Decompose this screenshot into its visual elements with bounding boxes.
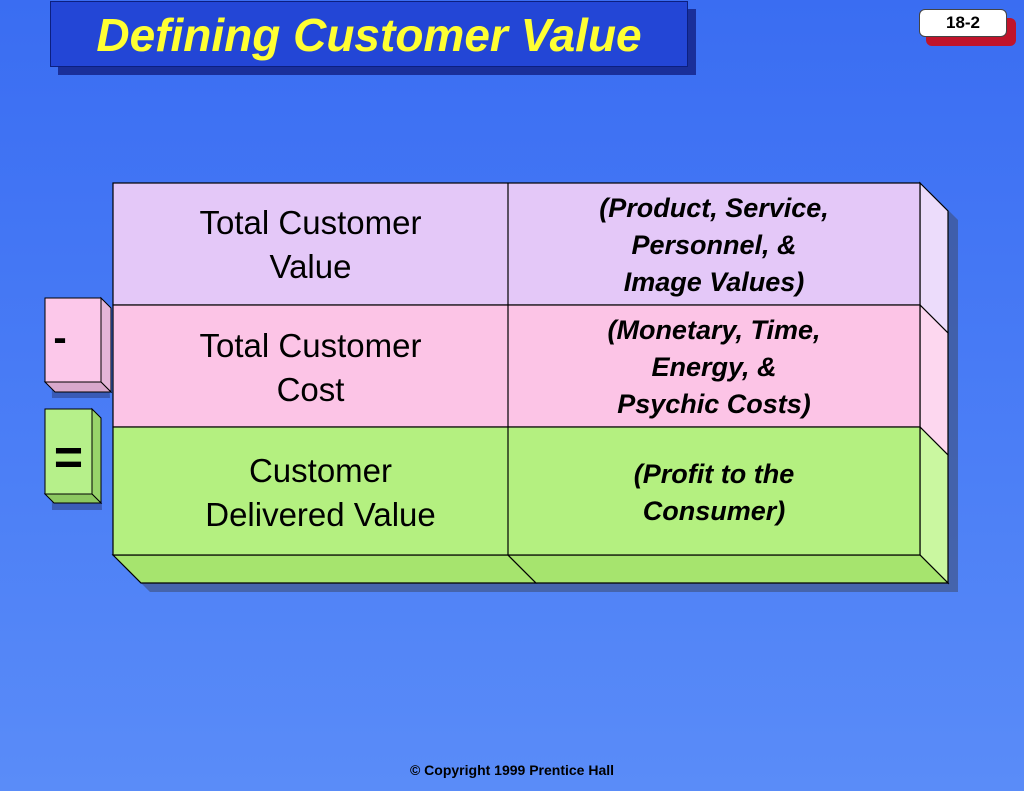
row3-desc-line2: Consumer) [642,496,786,526]
row2-description: (Monetary, Time, Energy, & Psychic Costs… [508,312,920,423]
row1-label-line1: Total Customer [199,204,422,241]
row1-label-line2: Value [269,248,352,285]
row3-label-line2: Delivered Value [205,496,436,533]
row3-front [112,426,921,556]
minus-box-bottom [43,381,113,393]
row3-desc-line1: (Profit to the [633,459,795,489]
row2-label-line2: Cost [276,371,345,408]
minus-box-side [100,296,112,394]
equals-operator: = [53,429,84,485]
minus-operator: - [53,316,67,360]
equals-box-bottom [43,493,103,504]
row2-label-line1: Total Customer [199,327,422,364]
bottom-face-left [111,554,538,584]
minus-box-front [44,297,102,383]
row2-desc-line2: Energy, & [651,352,777,382]
row3-label: Customer Delivered Value [113,449,528,537]
row1-front [112,182,921,306]
copyright-footer: © Copyright 1999 Prentice Hall [409,762,615,778]
title-banner: Defining Customer Value [50,1,688,67]
equals-box-side [91,407,102,505]
equals-box-front [44,408,93,495]
row3-description: (Profit to the Consumer) [508,456,920,530]
row1-label: Total Customer Value [113,201,508,289]
slide-number-badge: 18-2 [919,9,1007,37]
bottom-face-right [506,554,950,584]
row2-front [112,304,921,428]
row2-label: Total Customer Cost [113,324,508,412]
row1-desc-line3: Image Values) [623,267,805,297]
row1-description: (Product, Service, Personnel, & Image Va… [508,190,920,301]
row1-desc-line2: Personnel, & [631,230,797,260]
row3-label-line1: Customer [248,452,393,489]
row2-desc-line3: Psychic Costs) [617,389,811,419]
page-title: Defining Customer Value [96,9,642,61]
row1-desc-line1: (Product, Service, [599,193,829,223]
row2-desc-line1: (Monetary, Time, [607,315,821,345]
